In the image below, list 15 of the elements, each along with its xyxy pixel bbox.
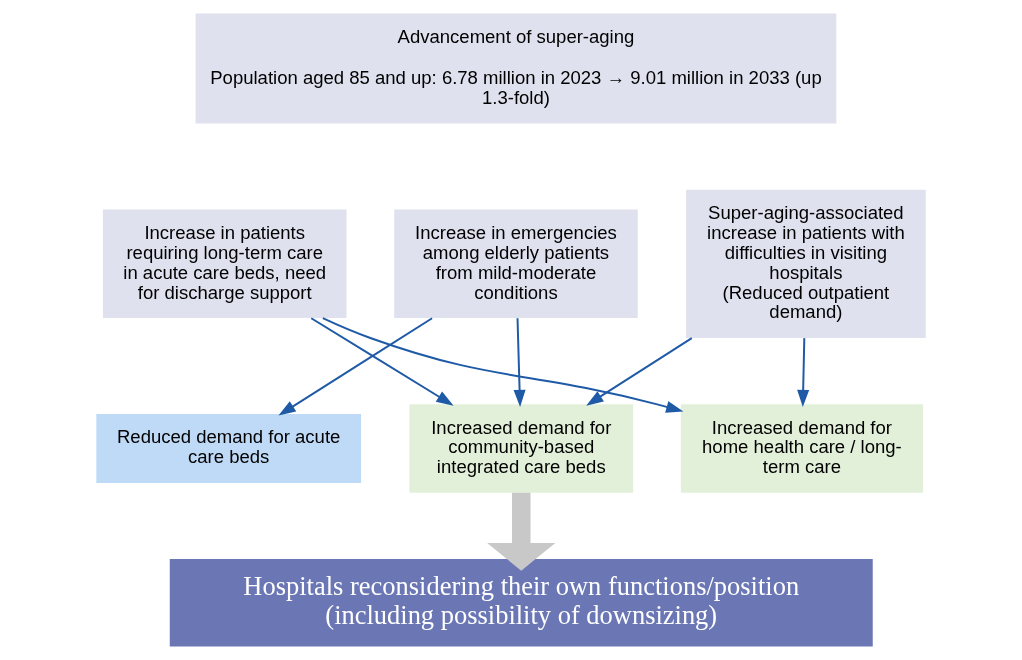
arrow bbox=[487, 492, 556, 571]
node-box: Hospitals reconsidering their own functions/position (including possibility of downsizing) bbox=[169, 559, 873, 647]
node-box: Increased demand for community-based integrated care beds bbox=[409, 404, 634, 493]
node-box: Increase in emergencies among elderly patients from mild-moderate conditions bbox=[394, 209, 638, 319]
node-box: Increased demand for home health care / long-term care bbox=[680, 404, 924, 493]
node-box: Super-aging-associated increase in patients with difficulties in visiting hospitals (Reduced outpatient demand) bbox=[686, 189, 926, 338]
node-box: Increase in patients requiring long-term care in acute care beds, need for discharge support bbox=[102, 209, 347, 319]
arrow bbox=[513, 317, 526, 408]
arrow bbox=[321, 317, 684, 413]
arrow bbox=[278, 317, 434, 416]
arrow bbox=[586, 337, 693, 406]
arrow bbox=[797, 337, 810, 408]
node-box: Advancement of super-aging Population aged 85 and up: 6.78 million in 2023 → 9.01 million in 2033 (up 1.3-fold) bbox=[195, 13, 837, 124]
node-box: Reduced demand for acute care beds bbox=[96, 414, 362, 483]
arrow bbox=[310, 317, 454, 406]
